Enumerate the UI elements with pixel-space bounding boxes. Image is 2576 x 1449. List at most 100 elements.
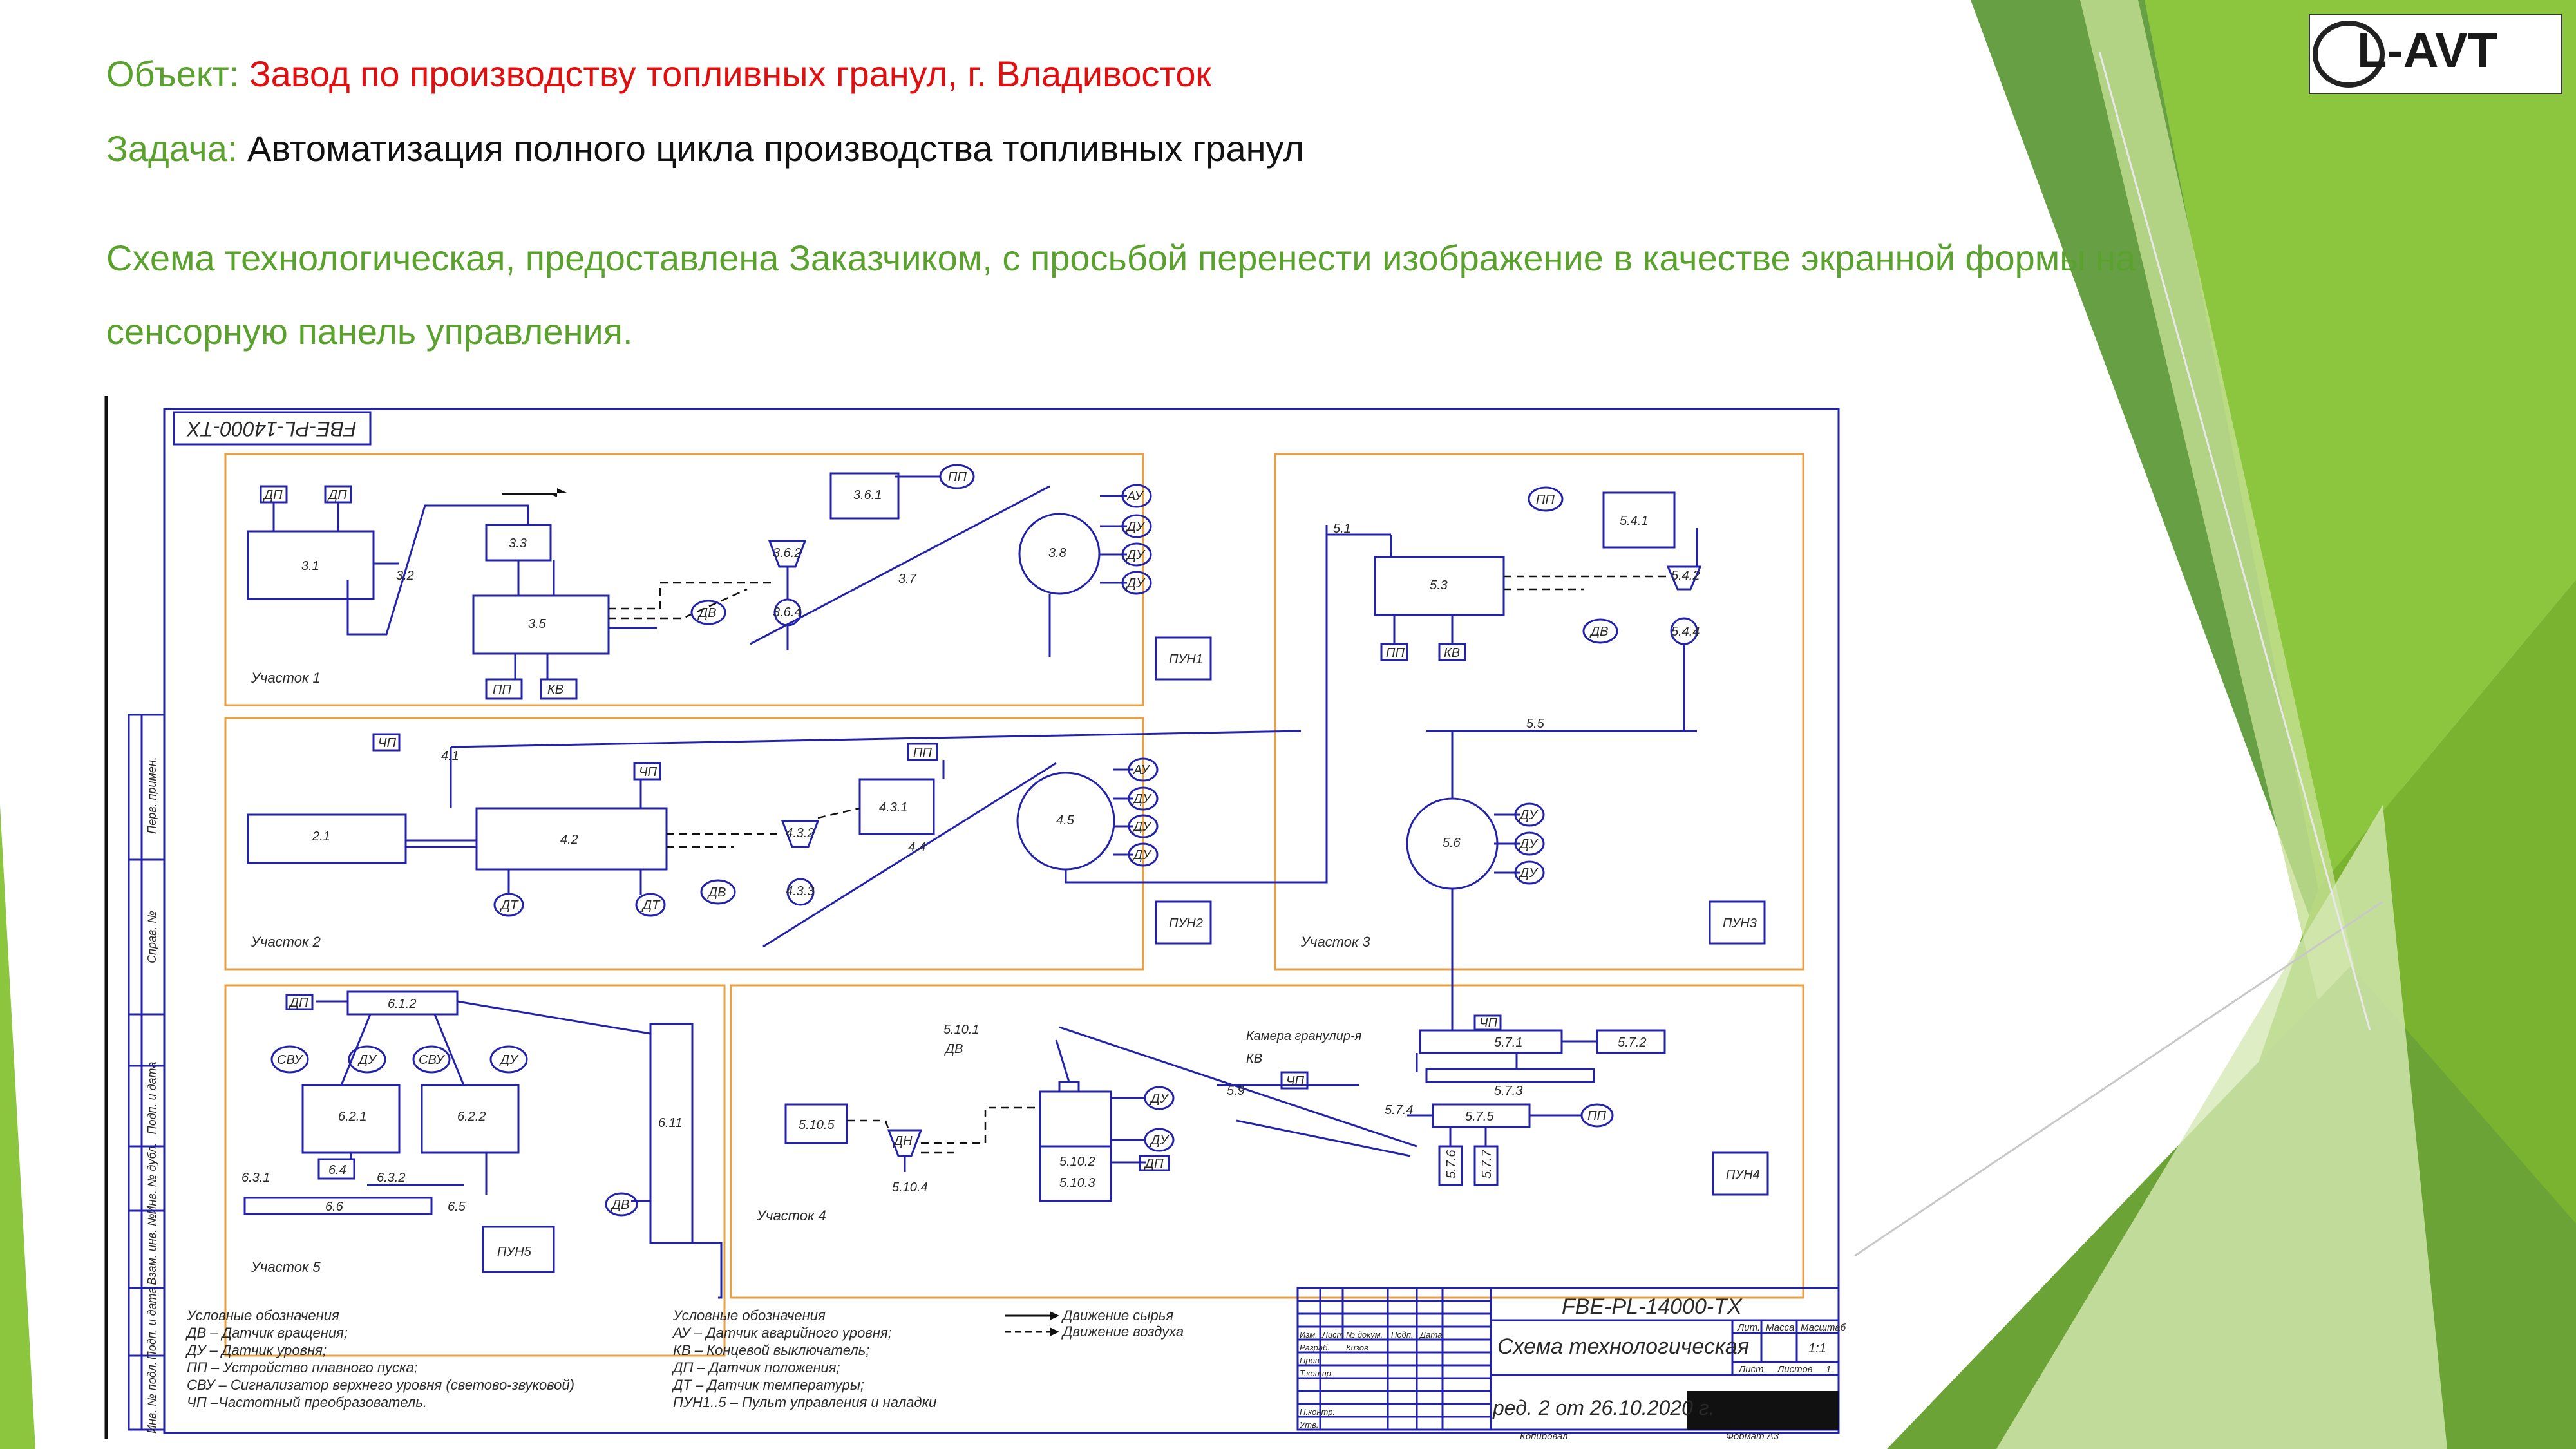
sensor-svu: СВУ bbox=[277, 1053, 304, 1067]
unit-5-6: 5.6 bbox=[1443, 836, 1461, 850]
unit-4-2: 4.2 bbox=[560, 833, 578, 847]
task-line: Задача: Автоматизация полного цикла прои… bbox=[106, 128, 1304, 169]
titleblock-row-izm: Изм. bbox=[1300, 1330, 1318, 1340]
sensor-pp: ПП bbox=[913, 746, 932, 760]
titleblock-role: Утв. bbox=[1299, 1420, 1319, 1430]
legend-raw-flow: Движение сырья bbox=[1061, 1307, 1173, 1323]
sensor-dv: ДВ bbox=[944, 1042, 963, 1056]
side-label: Инв. № дубл. bbox=[146, 1143, 158, 1215]
panel-pun3: ПУН3 bbox=[1723, 916, 1757, 931]
legend-item: СВУ – Сигнализатор верхнего уровня (свет… bbox=[187, 1377, 574, 1393]
description-line-2: сенсорную панель управления. bbox=[106, 311, 633, 352]
legend-item: ДП – Датчик положения; bbox=[671, 1359, 840, 1376]
sensor-pp: ПП bbox=[948, 470, 967, 484]
titleblock-sheets: Листов bbox=[1777, 1364, 1813, 1375]
panel-pun5: ПУН5 bbox=[497, 1245, 532, 1259]
legend-item: Условные обозначения bbox=[672, 1307, 826, 1323]
titleblock-row-sign: Подп. bbox=[1391, 1330, 1414, 1340]
logo-icon bbox=[2313, 21, 2385, 88]
side-label: Подп. и дата bbox=[146, 1062, 158, 1135]
sensor-dv: ДВ bbox=[707, 886, 726, 900]
unit-6-1-2: 6.1.2 bbox=[388, 997, 416, 1011]
legend-item: КВ – Концевой выключатель; bbox=[673, 1342, 869, 1358]
unit-6-2-2: 6.2.2 bbox=[457, 1110, 486, 1124]
titleblock-col-mass: Масса bbox=[1766, 1322, 1794, 1333]
titleblock-sheet: Лист bbox=[1738, 1364, 1764, 1375]
section-3 bbox=[1274, 453, 1804, 971]
titleblock-row-date: Дата bbox=[1419, 1330, 1442, 1340]
unit-6-11: 6.11 bbox=[658, 1116, 682, 1130]
unit-5-4-2: 5.4.2 bbox=[1671, 569, 1700, 583]
legend-arrows: Движение сырья Движение воздуха bbox=[1005, 1307, 1184, 1340]
sensor-du: ДУ bbox=[1519, 866, 1539, 880]
unit-5-7-1: 5.7.1 bbox=[1494, 1036, 1522, 1050]
unit-5-7-7: 5.7.7 bbox=[1480, 1150, 1494, 1179]
sensor-du: ДУ bbox=[1126, 576, 1146, 591]
unit-5-7-3: 5.7.3 bbox=[1494, 1084, 1522, 1098]
object-label: Объект: bbox=[106, 53, 240, 94]
legend-item: ПП – Устройство плавного пуска; bbox=[187, 1359, 418, 1376]
process-scheme: FBE-PL-14000-TX Перв. примен. Справ. № П… bbox=[104, 396, 1846, 1439]
section-2-label: Участок 2 bbox=[251, 934, 321, 950]
legend-item: ПУН1..5 – Пульт управления и наладки bbox=[673, 1394, 936, 1410]
titleblock-copied: Копировал bbox=[1520, 1431, 1568, 1439]
sensor-dv: ДВ bbox=[611, 1198, 629, 1212]
legend-item: ДТ – Датчик температуры; bbox=[671, 1377, 864, 1393]
sensor-chp: ЧП bbox=[639, 765, 657, 779]
scheme-frame bbox=[163, 408, 1840, 1434]
sensor-du: ДУ bbox=[1150, 1133, 1170, 1148]
titleblock-role: Н.контр. bbox=[1300, 1407, 1335, 1417]
unit-3-2: 3.2 bbox=[396, 569, 414, 583]
sensor-kv: КВ bbox=[1444, 646, 1460, 660]
unit-3-8: 3.8 bbox=[1048, 546, 1066, 560]
logo-text: L-AVT bbox=[2357, 23, 2498, 78]
sensor-du: ДУ bbox=[1519, 837, 1539, 851]
unit-5-3: 5.3 bbox=[1430, 578, 1448, 592]
titleblock-col-lit: Лит. bbox=[1737, 1322, 1760, 1333]
unit-3-5: 3.5 bbox=[528, 617, 547, 631]
unit-3-6-4: 3.6.4 bbox=[773, 605, 801, 620]
sensor-du: ДУ bbox=[499, 1053, 519, 1067]
task-value: Автоматизация полного цикла производства… bbox=[247, 128, 1304, 169]
side-label: Подп. и дата bbox=[146, 1287, 158, 1360]
sensor-du: ДУ bbox=[1150, 1092, 1170, 1106]
section-5 bbox=[224, 984, 726, 1357]
sensor-du: ДУ bbox=[1132, 820, 1152, 834]
unit-5-10-1: 5.10.1 bbox=[943, 1023, 980, 1037]
unit-4-5: 4.5 bbox=[1056, 813, 1075, 828]
sensor-dp: ДП bbox=[1144, 1157, 1164, 1171]
section-3-label: Участок 3 bbox=[1300, 934, 1370, 950]
titleblock-developer: Кизов bbox=[1346, 1343, 1368, 1352]
sensor-pp: ПП bbox=[1536, 493, 1555, 507]
side-label: Взам. инв. № bbox=[146, 1213, 158, 1285]
unit-5-9: 5.9 bbox=[1227, 1084, 1245, 1098]
unit-3-1: 3.1 bbox=[301, 559, 319, 573]
sensor-dv: ДВ bbox=[697, 606, 716, 620]
legend-air-flow: Движение воздуха bbox=[1061, 1323, 1184, 1340]
unit-6-3-1: 6.3.1 bbox=[242, 1171, 270, 1185]
task-label: Задача: bbox=[106, 128, 238, 169]
legend-item: Условные обозначения bbox=[186, 1307, 339, 1323]
unit-5-4-4: 5.4.4 bbox=[1671, 625, 1700, 639]
legend-item: ДУ – Датчик уровня; bbox=[185, 1342, 327, 1358]
side-label: Перв. примен. bbox=[146, 757, 158, 834]
side-label: Инв. № подл. bbox=[146, 1361, 158, 1434]
unit-5-10-4: 5.10.4 bbox=[892, 1180, 928, 1195]
unit-5-5: 5.5 bbox=[1526, 717, 1545, 731]
unit-5-7-4: 5.7.4 bbox=[1385, 1103, 1413, 1117]
unit-4-4: 4.4 bbox=[908, 840, 926, 855]
description-line-1: Схема технологическая, предоставлена Зак… bbox=[106, 238, 2136, 278]
camera-label: Камера гранулир-я bbox=[1246, 1029, 1362, 1043]
sensor-du: ДУ bbox=[1126, 548, 1146, 562]
sensor-dn: ДН bbox=[893, 1134, 913, 1148]
company-logo bbox=[2309, 14, 2562, 94]
sensor-dp: ДП bbox=[289, 996, 308, 1010]
object-value: Завод по производству топливных гранул, … bbox=[249, 53, 1211, 94]
sensor-au: АУ bbox=[1133, 763, 1151, 777]
object-line: Объект: Завод по производству топливных … bbox=[106, 53, 1211, 95]
sensor-du: ДУ bbox=[357, 1053, 377, 1067]
titleblock-role: Пров. bbox=[1300, 1356, 1321, 1365]
unit-4-3-2: 4.3.2 bbox=[786, 826, 814, 840]
unit-5-7-6: 5.7.6 bbox=[1444, 1150, 1459, 1179]
